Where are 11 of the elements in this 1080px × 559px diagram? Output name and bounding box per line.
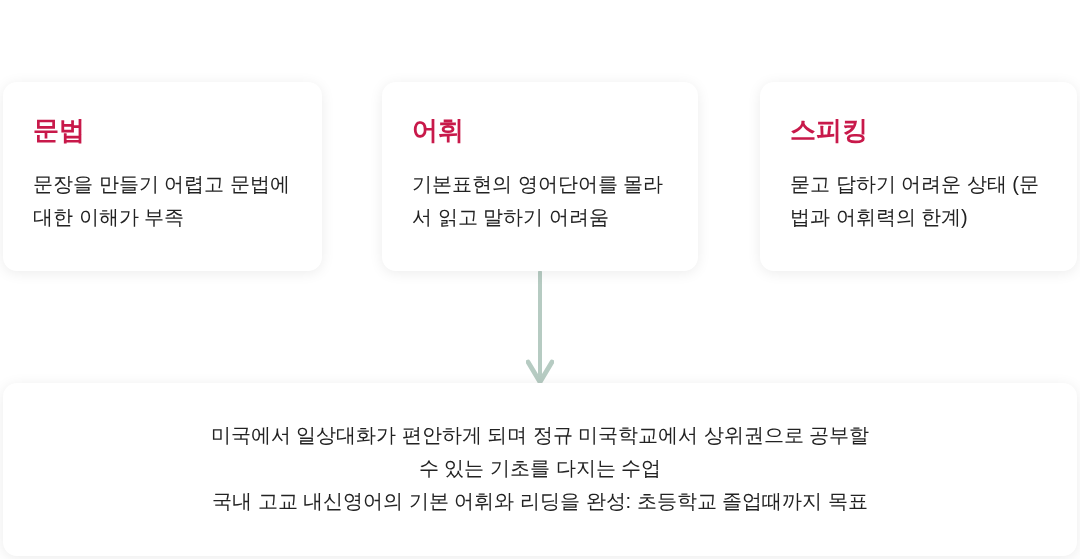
arrow [525,270,555,385]
card-heading: 문법 [33,114,85,146]
card-description: 기본표현의 영어단어를 몰라서 읽고 말하기 어려움 [412,172,665,230]
card-heading: 어휘 [412,114,464,146]
card-heading: 스피킹 [790,114,868,146]
card-description: 묻고 답하기 어려운 상태 (문법과 어휘력의 한계) [790,172,1040,230]
summary-card [3,383,1077,556]
card-description: 문장을 만들기 어렵고 문법에 대한 이해가 부족 [33,172,291,230]
summary-text: 국내 고교 내신영어의 기본 어휘와 리딩을 완성: 초등학교 졸업때까지 목표 [211,489,869,514]
summary-text: 미국에서 일상대화가 편안하게 되며 정규 미국학교에서 상위권으로 공부할 수 있는 기초를 다지는 수업 [210,423,870,481]
problem-card [382,82,698,271]
